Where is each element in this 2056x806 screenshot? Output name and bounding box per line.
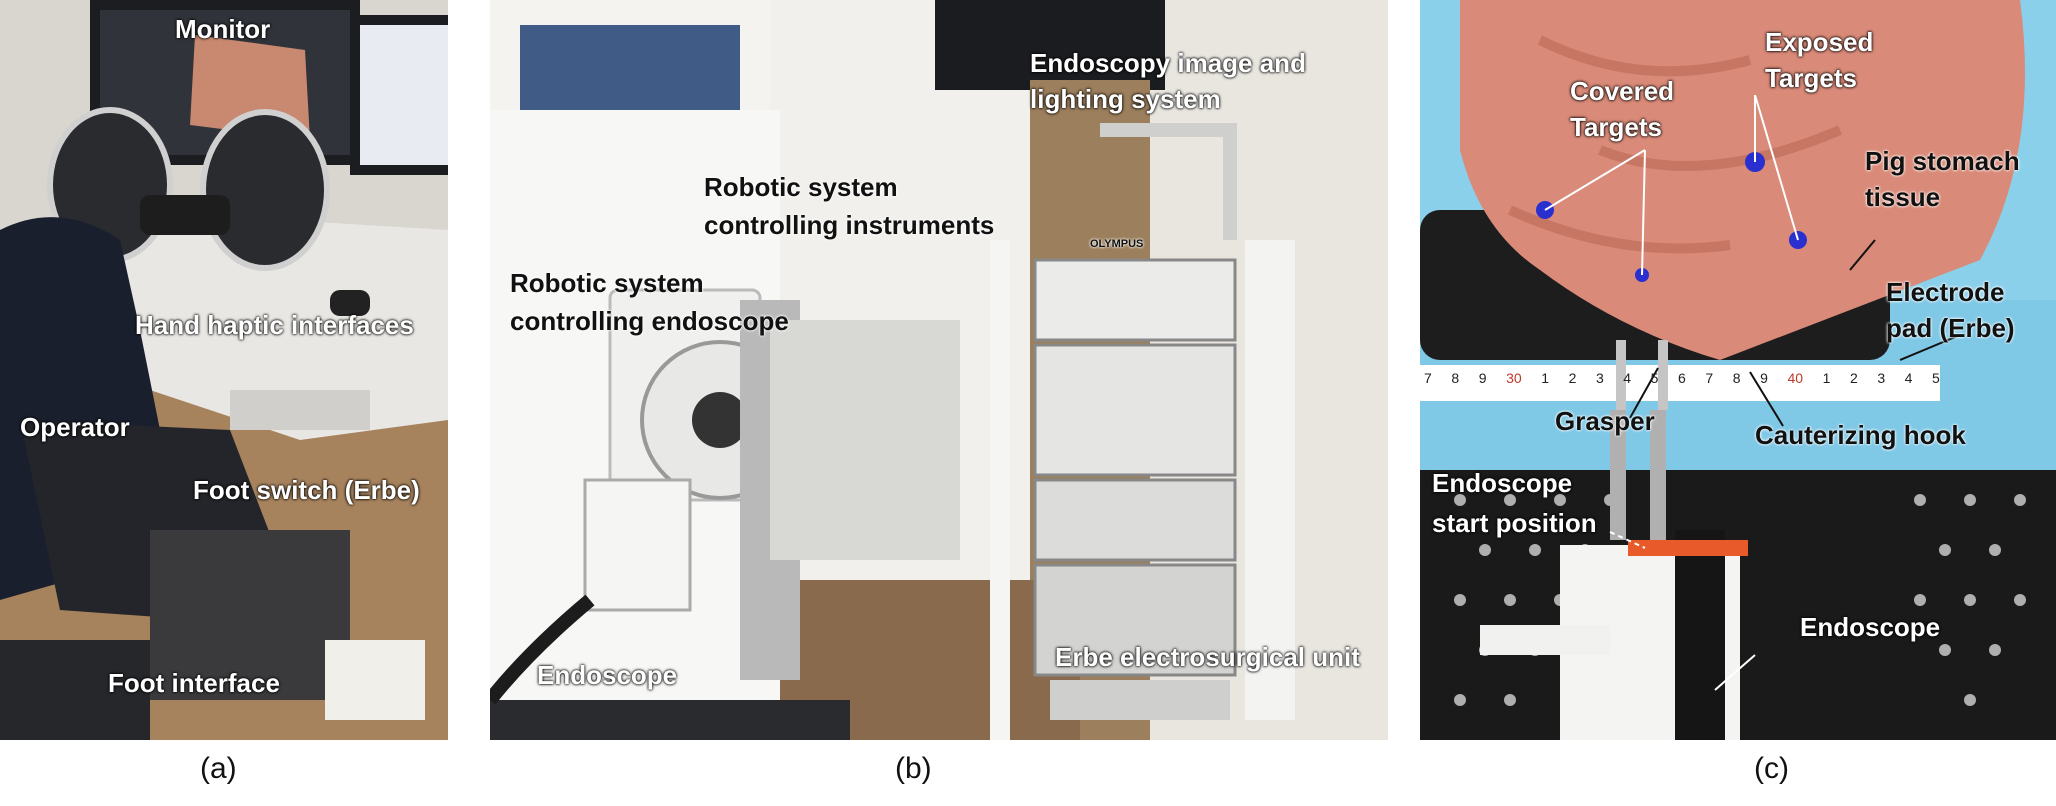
label-robotic-instruments-line2: controlling instruments: [704, 210, 995, 240]
label-olympus-brand: OLYMPUS: [1090, 238, 1144, 250]
ruler-tick: 2: [1849, 370, 1858, 386]
ruler-tick: 1: [1822, 370, 1831, 386]
label-exposed-targets-line1: Exposed: [1765, 27, 1874, 57]
label-robotic-endoscope-line1: Robotic system: [510, 268, 704, 298]
ruler-tick: 2: [1568, 370, 1577, 386]
caption-a: (a): [200, 752, 237, 785]
label-foot-switch: Foot switch (Erbe): [193, 475, 420, 505]
panel-c-photo: 7 8 9 30 1 2 3 4 5 6 7 8 9 40 1 2 3 4 5 …: [1420, 0, 2056, 740]
label-monitor: Monitor: [175, 14, 271, 44]
ruler-tick: 5: [1932, 370, 1940, 386]
label-endoscopy-image-line1: Endoscopy image and: [1030, 48, 1306, 78]
panel-c-scene: [1420, 0, 2056, 740]
ruler-tick: 5: [1650, 370, 1659, 386]
ruler-tick: 3: [1595, 370, 1604, 386]
ruler-tick: 9: [1760, 370, 1768, 386]
label-endoscope-start-line2: start position: [1432, 508, 1597, 538]
label-pig-stomach-line2: tissue: [1865, 182, 1941, 212]
ruler-tick: 3: [1877, 370, 1886, 386]
ruler-tick: 4: [1904, 370, 1913, 386]
label-covered-targets-line1: Covered: [1570, 76, 1675, 106]
ruler-tick: 8: [1451, 370, 1460, 386]
label-foot-interface: Foot interface: [108, 668, 280, 698]
ruler-tick: 7: [1424, 370, 1432, 386]
caption-b: (b): [895, 752, 932, 785]
label-operator: Operator: [20, 412, 130, 442]
label-erbe-unit: Erbe electrosurgical unit: [1055, 642, 1360, 672]
label-grasper: Grasper: [1555, 406, 1655, 436]
panel-a-photo: Monitor Hand haptic interfaces Operator …: [0, 0, 448, 740]
ruler-tick: 7: [1705, 370, 1714, 386]
ruler-tick: 4: [1623, 370, 1632, 386]
label-covered-targets-line2: Targets: [1570, 112, 1662, 142]
label-endoscope-c: Endoscope: [1800, 612, 1941, 642]
label-robotic-instruments-line1: Robotic system: [704, 172, 898, 202]
label-pig-stomach-line1: Pig stomach: [1865, 146, 2020, 176]
ruler-tick: 6: [1678, 370, 1686, 386]
ruler-tick: 30: [1506, 370, 1522, 386]
ruler-tick: 9: [1478, 370, 1487, 386]
caption-c: (c): [1754, 752, 1789, 785]
label-cauterizing-hook: Cauterizing hook: [1755, 420, 1966, 450]
ruler-tick: 1: [1541, 370, 1550, 386]
ruler-tick: 40: [1787, 370, 1804, 386]
panel-a-scene: [0, 0, 448, 740]
label-endoscope-b: Endoscope: [537, 660, 678, 690]
ruler-tick: 8: [1732, 370, 1741, 386]
label-hand-haptic-interfaces: Hand haptic interfaces: [135, 310, 414, 340]
label-endoscope-start-line1: Endoscope: [1432, 468, 1573, 498]
panel-b-photo: OLYMPUS Endoscopy image and lighting sys…: [490, 0, 1388, 740]
label-robotic-endoscope-line2: controlling endoscope: [510, 306, 789, 336]
label-electrode-pad-line1: Electrode: [1886, 277, 2005, 307]
label-endoscopy-image-line2: lighting system: [1030, 84, 1221, 114]
ruler-ticks: 7 8 9 30 1 2 3 4 5 6 7 8 9 40 1 2 3 4 5: [1424, 370, 1940, 386]
label-exposed-targets-line2: Targets: [1765, 63, 1857, 93]
label-electrode-pad-line2: pad (Erbe): [1886, 313, 2015, 343]
panel-b-scene: [490, 0, 1388, 740]
